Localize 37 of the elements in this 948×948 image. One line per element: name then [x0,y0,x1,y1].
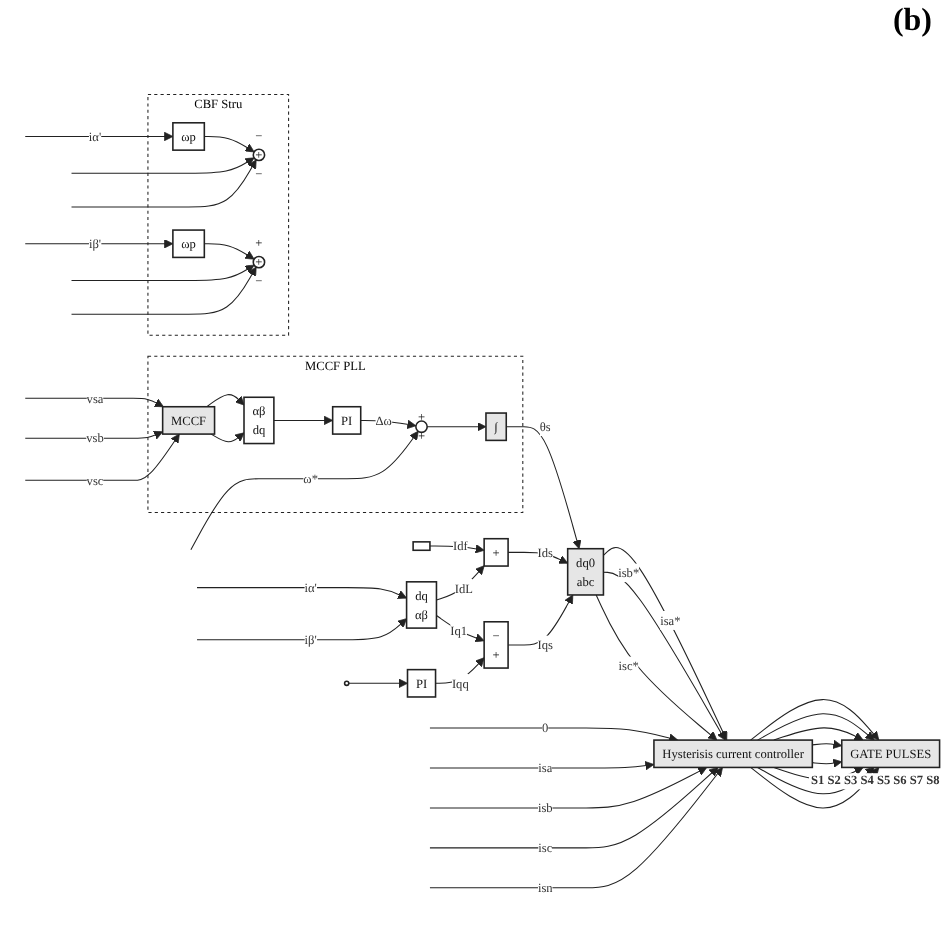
arrow [429,767,719,849]
arrow [24,239,174,249]
arrow [429,767,723,889]
arrow [426,422,487,432]
arrow [811,739,843,749]
arrow [190,431,419,551]
arrow [210,432,245,443]
arrow [203,136,255,153]
arrow [507,594,574,646]
arrow [24,131,174,142]
arrow [196,587,407,599]
block [412,541,431,552]
arrow [811,758,843,768]
arrow [429,727,679,743]
arrow [429,767,708,809]
arrow [505,426,582,550]
arrow [196,618,407,641]
arrow [206,394,245,408]
arrow [757,713,875,741]
arrow [429,761,655,771]
arrow [71,159,257,208]
arrow [750,699,880,741]
summing-junction [343,680,350,687]
arrow [348,678,408,689]
arrow [507,552,569,564]
panel-label: (b) [892,4,932,40]
arrow [773,727,864,741]
arrow [71,157,255,174]
arrow [595,594,718,741]
arrow [203,243,255,260]
arrow [24,433,180,481]
arrow [71,266,257,315]
arrow [24,397,164,408]
arrow [24,431,164,440]
arrow [435,657,485,684]
arrow [71,264,255,282]
arrow [273,415,334,426]
